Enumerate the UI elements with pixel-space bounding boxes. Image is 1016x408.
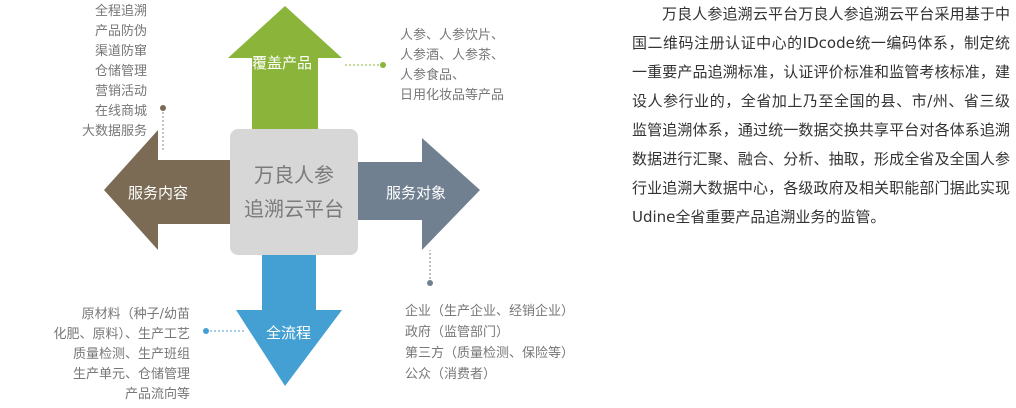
process-list: 原材料（种子/幼苗 化肥、原料）、生产工艺 质量检测、生产班组 生产单元、仓储管… bbox=[53, 305, 190, 405]
list-item: 公众（消费者） bbox=[405, 367, 497, 382]
list-item: 营销活动 bbox=[94, 84, 147, 99]
down-arrow-label: 全流程 bbox=[266, 324, 312, 342]
list-item: 原材料（种子/幼苗 bbox=[81, 307, 190, 322]
list-item: 产品流向等 bbox=[124, 387, 190, 402]
right-arrow-label: 服务对象 bbox=[386, 184, 447, 202]
products-list: 人参、人参饮片、 人参酒、人参茶、 人参食品、 日用化妆品等产品 bbox=[400, 26, 504, 106]
down-arrow bbox=[236, 250, 342, 386]
list-item: 渠道防窜 bbox=[94, 44, 147, 59]
connector-dot bbox=[380, 62, 386, 68]
right-arrow bbox=[350, 138, 480, 250]
list-item: 大数据服务 bbox=[81, 124, 147, 139]
description-paragraph: 万良人参追溯云平台万良人参追溯云平台采用基于中国二维码注册认证中心的IDcode… bbox=[632, 5, 1010, 226]
targets-list: 企业（生产企业、经销企业） 政府（监管部门） 第三方（质量检测、保险等） 公众（… bbox=[405, 301, 574, 385]
list-item: 化肥、原料）、生产工艺 bbox=[53, 327, 190, 342]
center-title-line1: 万良人参 bbox=[254, 163, 334, 187]
center-platform-box: 万良人参 追溯云平台 bbox=[230, 129, 358, 255]
list-item: 生产单元、仓储管理 bbox=[72, 367, 190, 382]
left-arrow-label: 服务内容 bbox=[128, 184, 189, 202]
center-title-line2: 追溯云平台 bbox=[244, 197, 344, 221]
diagram-arrows bbox=[104, 6, 480, 386]
list-item: 人参食品、 bbox=[400, 68, 466, 83]
list-item: 人参、人参饮片、 bbox=[400, 28, 505, 43]
connector-dot bbox=[160, 105, 166, 111]
list-item: 在线商城 bbox=[94, 104, 147, 119]
left-arrow bbox=[104, 130, 240, 250]
list-item: 企业（生产企业、经销企业） bbox=[405, 304, 575, 319]
list-item: 政府（监管部门） bbox=[405, 325, 510, 340]
service-content-list: 全程追溯 产品防伪 渠道防窜 仓储管理 营销活动 在线商城 大数据服务 bbox=[82, 2, 147, 142]
list-item: 质量检测、生产班组 bbox=[72, 347, 190, 362]
list-item: 日用化妆品等产品 bbox=[400, 88, 505, 103]
list-item: 第三方（质量检测、保险等） bbox=[405, 346, 575, 361]
up-arrow-label: 覆盖产品 bbox=[252, 54, 313, 72]
list-item: 全程追溯 bbox=[94, 4, 147, 19]
up-arrow bbox=[228, 6, 342, 140]
list-item: 仓储管理 bbox=[94, 64, 147, 79]
list-item: 产品防伪 bbox=[94, 24, 147, 39]
connector-dot bbox=[427, 280, 433, 286]
connector-dot bbox=[203, 328, 209, 334]
list-item: 人参酒、人参茶、 bbox=[400, 48, 505, 63]
